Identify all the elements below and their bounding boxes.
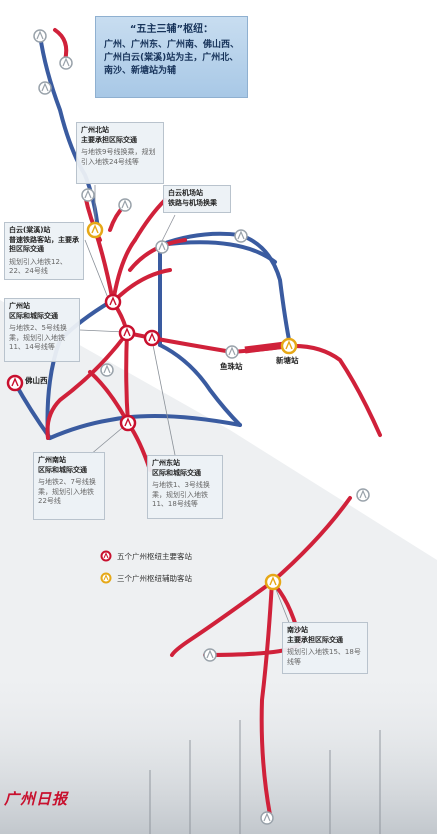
callout-station-note: 规划引入地铁15、18号线等 <box>287 648 361 666</box>
callout-station-name: 广州站 <box>9 302 30 310</box>
railway-terminal-icon <box>260 811 274 825</box>
callout-station-name: 南沙站 <box>287 626 308 634</box>
main-hub-station-icon <box>6 374 24 392</box>
callout-station-role: 区际和城际交通 <box>38 465 87 474</box>
label-xintang: 新塘站 <box>276 356 299 365</box>
label-yuzhu: 鱼珠站 <box>220 362 243 371</box>
callout-guangzhou-nan: 广州南站 区际和城际交通 与地铁2、7号线换乘，规划引入地铁22号线 <box>33 452 105 520</box>
callout-baiyun-tangxi: 白云(棠溪)站 普速铁路客站，主要承担区际交通 规划引入地铁12、22、24号线 <box>4 222 84 280</box>
legend-aux-label: 三个广州枢纽辅助客站 <box>117 573 192 583</box>
callout-station-note: 与地铁1、3号线换乘，规划引入地铁11、18号线等 <box>152 481 210 508</box>
railway-terminal-icon <box>155 240 169 254</box>
yuzhu-segment <box>244 341 286 354</box>
railway-terminal-icon <box>356 488 370 502</box>
main-hub-station-icon <box>104 293 122 311</box>
title-heading: “五主三辅”枢纽： <box>129 24 214 35</box>
callout-station-role: 区际和城际交通 <box>152 468 201 477</box>
callout-station-role: 区际和城际交通 <box>9 311 58 320</box>
callout-station-role: 铁路与机场换乘 <box>168 198 217 207</box>
callout-station-role: 普速铁路客站，主要承担区际交通 <box>9 235 79 254</box>
legend-main-label: 五个广州枢纽主要客站 <box>117 551 192 561</box>
leader-lines <box>79 185 291 626</box>
legend-aux-stations: 三个广州枢纽辅助客站 <box>100 572 192 584</box>
main-hub-station-icon <box>118 324 136 342</box>
callout-station-role: 主要承担区际交通 <box>81 135 137 144</box>
callout-station-note: 与地铁2、5号线换乘，规划引入地铁11、14号线等 <box>9 324 67 351</box>
railway-terminal-icon <box>234 229 248 243</box>
auxiliary-hub-station-icon <box>100 572 112 584</box>
title-box: “五主三辅”枢纽： 广州、广州东、广州南、佛山西、广州白云(棠溪)站为主，广州北… <box>95 16 248 98</box>
callout-station-note: 与地铁9号线换乘，规划引入地铁24号线等 <box>81 148 156 166</box>
auxiliary-hub-station-icon <box>86 221 104 239</box>
auxiliary-hub-station-icon <box>280 337 298 355</box>
callout-guangzhou: 广州站 区际和城际交通 与地铁2、5号线换乘，规划引入地铁11、14号线等 <box>4 298 80 362</box>
main-hub-station-icon <box>119 414 137 432</box>
railway-terminal-icon <box>225 345 239 359</box>
railway-terminal-icon <box>203 648 217 662</box>
railway-terminal-icon <box>59 56 73 70</box>
catenary-poles <box>149 720 381 834</box>
railway-terminal-icon <box>81 188 95 202</box>
main-hub-station-icon <box>100 550 112 562</box>
title-body: 广州、广州东、广州南、佛山西、广州白云(棠溪)站为主，广州北、南沙、新塘站为辅 <box>104 40 240 76</box>
callout-guangzhou-bei: 广州北站 主要承担区际交通 与地铁9号线换乘，规划引入地铁24号线等 <box>76 122 164 184</box>
main-hub-station-icon <box>143 329 161 347</box>
railway-terminal-icon <box>33 29 47 43</box>
callout-station-role: 主要承担区际交通 <box>287 635 343 644</box>
callout-baiyun-airport: 白云机场站 铁路与机场换乘 <box>163 185 231 213</box>
callout-station-name: 广州南站 <box>38 456 66 464</box>
callout-station-name: 广州东站 <box>152 459 180 467</box>
callout-nansha: 南沙站 主要承担区际交通 规划引入地铁15、18号线等 <box>282 622 368 674</box>
legend-main-stations: 五个广州枢纽主要客站 <box>100 550 192 562</box>
callout-station-note: 与地铁2、7号线换乘，规划引入地铁22号线 <box>38 478 96 505</box>
railway-terminal-icon <box>100 363 114 377</box>
callout-station-name: 白云机场站 <box>168 189 203 197</box>
callout-guangzhou-dong: 广州东站 区际和城际交通 与地铁1、3号线换乘，规划引入地铁11、18号线等 <box>147 455 223 519</box>
callout-station-name: 白云(棠溪)站 <box>9 226 51 234</box>
auxiliary-hub-station-icon <box>264 573 282 591</box>
railway-terminal-icon <box>118 198 132 212</box>
label-foshan-xi: 佛山西 <box>25 376 48 385</box>
callout-station-name: 广州北站 <box>81 126 109 134</box>
newspaper-logo: 广州日报 <box>4 790 69 808</box>
callout-station-note: 规划引入地铁12、22、24号线 <box>9 257 67 276</box>
railway-terminal-icon <box>38 81 52 95</box>
